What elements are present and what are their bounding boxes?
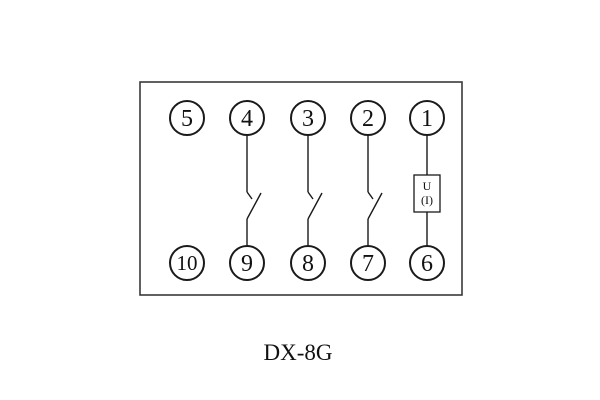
terminal-1: 1: [409, 100, 445, 136]
terminal-3-label: 3: [302, 106, 314, 132]
terminal-3: 3: [290, 100, 326, 136]
terminal-2-circle: [350, 100, 386, 136]
terminal-5-circle: [169, 100, 205, 136]
terminal-2: 2: [350, 100, 386, 136]
coil-label-i: (I): [421, 193, 433, 207]
terminal-7: 7: [350, 245, 386, 281]
terminal-8-circle: [290, 245, 326, 281]
contact-3-8: [307, 135, 323, 246]
terminal-8-label: 8: [302, 251, 314, 277]
terminal-6: 6: [409, 245, 445, 281]
terminal-9-label: 9: [241, 251, 253, 277]
switch-blade: [246, 192, 262, 220]
terminal-4: 4: [229, 100, 265, 136]
terminal-10-circle: [169, 245, 205, 281]
contact-hook: [246, 191, 253, 200]
terminal-10: 10: [169, 245, 205, 281]
diagram-border: [139, 81, 463, 296]
terminal-5-label: 5: [181, 106, 193, 132]
terminal-1-circle: [409, 100, 445, 136]
contact-hook: [307, 191, 314, 200]
terminal-8: 8: [290, 245, 326, 281]
diagram-caption: DX-8G: [264, 340, 333, 365]
switch-blade: [307, 192, 323, 220]
terminal-2-label: 2: [362, 106, 374, 132]
terminal-4-circle: [229, 100, 265, 136]
terminal-7-label: 7: [362, 251, 374, 277]
terminal-9: 9: [229, 245, 265, 281]
terminal-3-circle: [290, 100, 326, 136]
contact-2-7: [367, 135, 383, 246]
contact-hook: [367, 191, 374, 200]
contact-4-9: [246, 135, 262, 246]
switch-blade: [367, 192, 383, 220]
terminal-4-label: 4: [241, 106, 253, 132]
terminal-9-circle: [229, 245, 265, 281]
terminal-7-circle: [350, 245, 386, 281]
terminal-5: 5: [169, 100, 205, 136]
terminal-6-circle: [409, 245, 445, 281]
coil-label-u: U: [423, 179, 432, 193]
terminal-10-label: 10: [177, 251, 198, 275]
terminal-1-label: 1: [421, 106, 433, 132]
terminal-6-label: 6: [421, 251, 433, 277]
coil-1-6: U (I): [413, 135, 441, 246]
